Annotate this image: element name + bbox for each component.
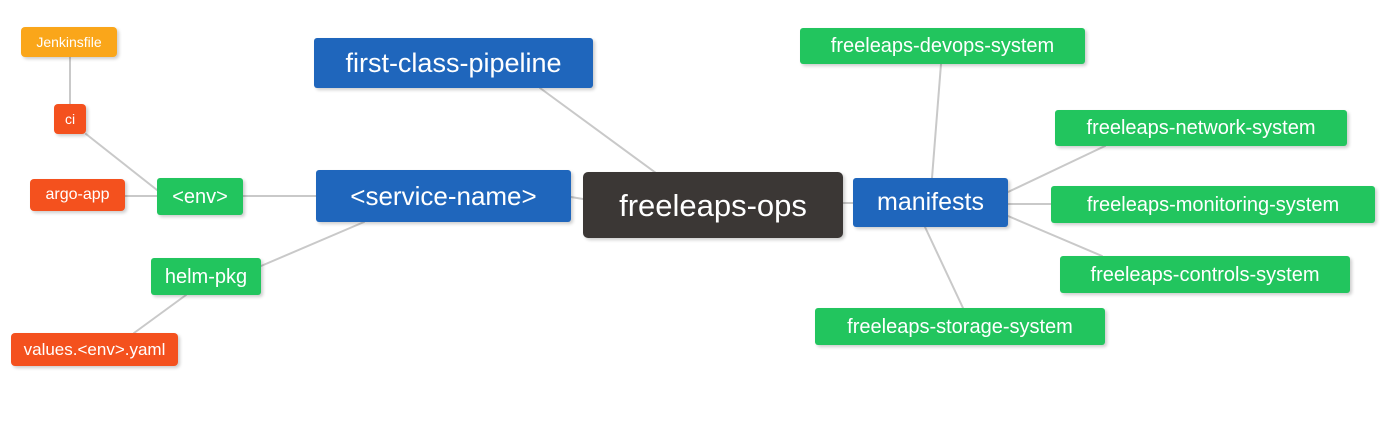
node-jenkinsfile[interactable]: Jenkinsfile	[21, 27, 117, 57]
edge-first-class-pipeline-to-root	[539, 87, 657, 174]
edge-helm-pkg-to-service-name	[260, 221, 365, 267]
node-devops-system[interactable]: freeleaps-devops-system	[800, 28, 1085, 64]
node-label-manifests: manifests	[877, 188, 984, 216]
node-label-ci: ci	[64, 111, 76, 127]
node-label-root: freeleaps-ops	[619, 187, 807, 223]
node-values-yaml[interactable]: values.<env>.yaml	[11, 333, 178, 366]
edge-service-name-to-root	[570, 196, 584, 200]
node-label-first-class-pipeline: first-class-pipeline	[345, 47, 562, 78]
node-argo-app[interactable]: argo-app	[30, 179, 125, 211]
node-label-values-yaml: values.<env>.yaml	[23, 340, 166, 359]
node-ci[interactable]: ci	[54, 104, 86, 134]
node-label-network-system: freeleaps-network-system	[1086, 117, 1316, 139]
node-helm-pkg[interactable]: helm-pkg	[151, 258, 261, 295]
node-service-name[interactable]: <service-name>	[316, 170, 571, 222]
edge-manifests-to-storage-system	[924, 226, 964, 309]
node-label-controls-system: freeleaps-controls-system	[1090, 263, 1320, 286]
node-root[interactable]: freeleaps-ops	[583, 172, 843, 238]
node-label-jenkinsfile: Jenkinsfile	[36, 34, 102, 50]
edge-manifests-to-devops-system	[931, 63, 942, 179]
node-label-storage-system: freeleaps-storage-system	[847, 315, 1073, 338]
node-first-class-pipeline[interactable]: first-class-pipeline	[314, 38, 593, 88]
node-storage-system[interactable]: freeleaps-storage-system	[815, 308, 1105, 345]
node-label-devops-system: freeleaps-devops-system	[830, 35, 1055, 57]
node-controls-system[interactable]: freeleaps-controls-system	[1060, 256, 1350, 293]
node-manifests[interactable]: manifests	[853, 178, 1008, 227]
node-label-env: <env>	[172, 185, 228, 208]
node-label-service-name: <service-name>	[350, 181, 537, 211]
edge-values-yaml-to-helm-pkg	[133, 294, 187, 334]
node-network-system[interactable]: freeleaps-network-system	[1055, 110, 1347, 146]
node-env[interactable]: <env>	[157, 178, 243, 215]
node-label-helm-pkg: helm-pkg	[164, 265, 248, 288]
node-monitoring-system[interactable]: freeleaps-monitoring-system	[1051, 186, 1375, 223]
node-label-argo-app: argo-app	[45, 186, 110, 203]
node-label-monitoring-system: freeleaps-monitoring-system	[1086, 193, 1340, 216]
